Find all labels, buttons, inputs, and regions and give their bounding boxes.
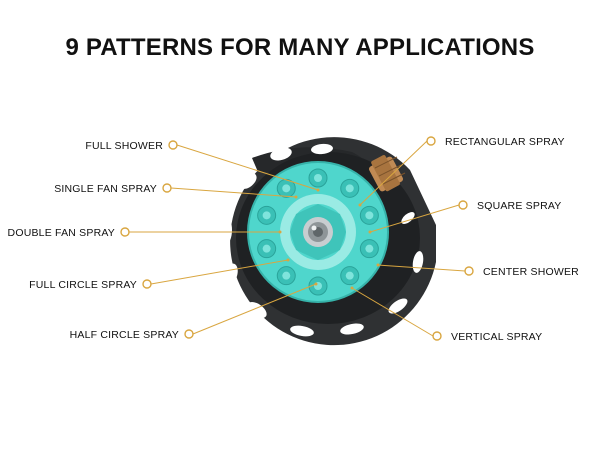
pattern-label: FULL SHOWER: [85, 140, 163, 152]
callout-marker: [432, 331, 442, 341]
callout-marker: [142, 279, 152, 289]
callout-end: [358, 203, 362, 207]
pattern-label: VERTICAL SPRAY: [451, 331, 542, 343]
callout-end: [316, 188, 320, 192]
callout-marker: [184, 329, 194, 339]
callout-marker: [464, 266, 474, 276]
pattern-label: CENTER SHOWER: [483, 266, 579, 278]
nozzle-center: [345, 184, 354, 193]
callout-line: [192, 283, 317, 335]
callout-marker: [120, 227, 130, 237]
pattern-labels: FULL SHOWER SINGLE FAN SPRAY DOUBLE FAN SP…: [8, 136, 579, 343]
callout-marker: [458, 200, 468, 210]
callout-end: [278, 230, 282, 234]
nozzle-center: [282, 184, 291, 193]
callout-line: [359, 140, 428, 206]
hose-connector: [369, 155, 406, 192]
pattern-label: RECTANGULAR SPRAY: [445, 136, 565, 148]
callout-end: [376, 263, 380, 267]
pattern-label: DOUBLE FAN SPRAY: [8, 227, 115, 239]
nozzle-center: [262, 211, 271, 220]
nozzle-ring: [257, 168, 379, 296]
callout-marker: [426, 136, 436, 146]
pattern-label: HALF CIRCLE SPRAY: [70, 329, 179, 341]
callout-line: [351, 287, 434, 337]
callout-line: [170, 187, 297, 198]
callout-lines: [120, 136, 474, 341]
nozzle-center: [314, 174, 322, 182]
callout-end: [368, 230, 372, 234]
page-title: 9 PATTERNS FOR MANY APPLICATIONS: [65, 34, 535, 61]
center-nozzle: [290, 204, 346, 260]
callout-line: [150, 259, 289, 285]
callout-end: [294, 195, 298, 199]
callout-line: [377, 264, 466, 272]
callout-end: [286, 258, 290, 262]
callout-end: [350, 286, 354, 290]
nozzle-center: [365, 244, 374, 253]
callout-line: [369, 204, 460, 233]
nozzle-center: [282, 271, 291, 280]
callout-marker: [168, 140, 178, 150]
pattern-label: SQUARE SPRAY: [477, 200, 561, 212]
nozzle-center: [345, 271, 354, 280]
callout-line: [176, 144, 319, 191]
callout-marker: [162, 183, 172, 193]
pattern-label: FULL CIRCLE SPRAY: [29, 279, 137, 291]
nozzle-center: [262, 244, 271, 253]
nozzle-center: [365, 211, 374, 220]
pattern-label: SINGLE FAN SPRAY: [54, 183, 157, 195]
callout-end: [314, 282, 318, 286]
